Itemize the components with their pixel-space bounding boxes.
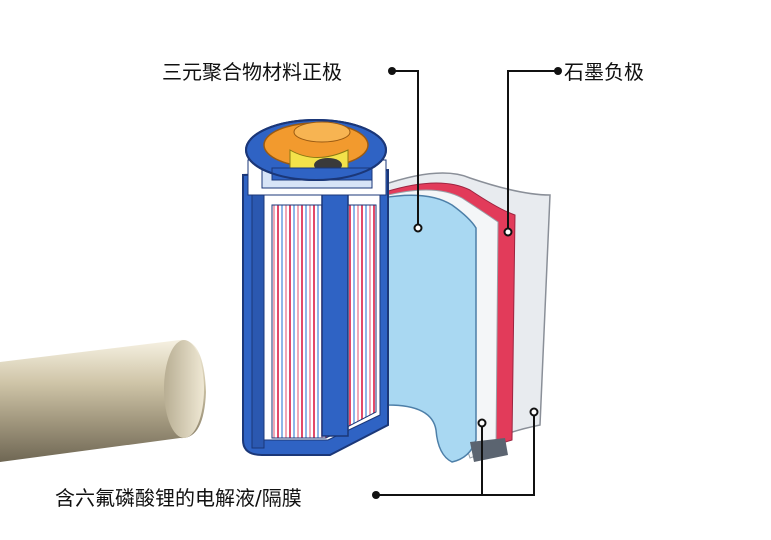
- metal-rod: [0, 339, 206, 462]
- cathode-label: 三元聚合物材料正极: [162, 60, 342, 84]
- leader-lines: [372, 67, 562, 499]
- battery-cell-body: [242, 159, 389, 456]
- anode-label: 石墨负极: [564, 60, 644, 84]
- unrolled-layers: [379, 172, 551, 463]
- electrolyte-separator-label: 含六氟磷酸锂的电解液/隔膜: [55, 486, 302, 510]
- battery-cap: [245, 119, 387, 181]
